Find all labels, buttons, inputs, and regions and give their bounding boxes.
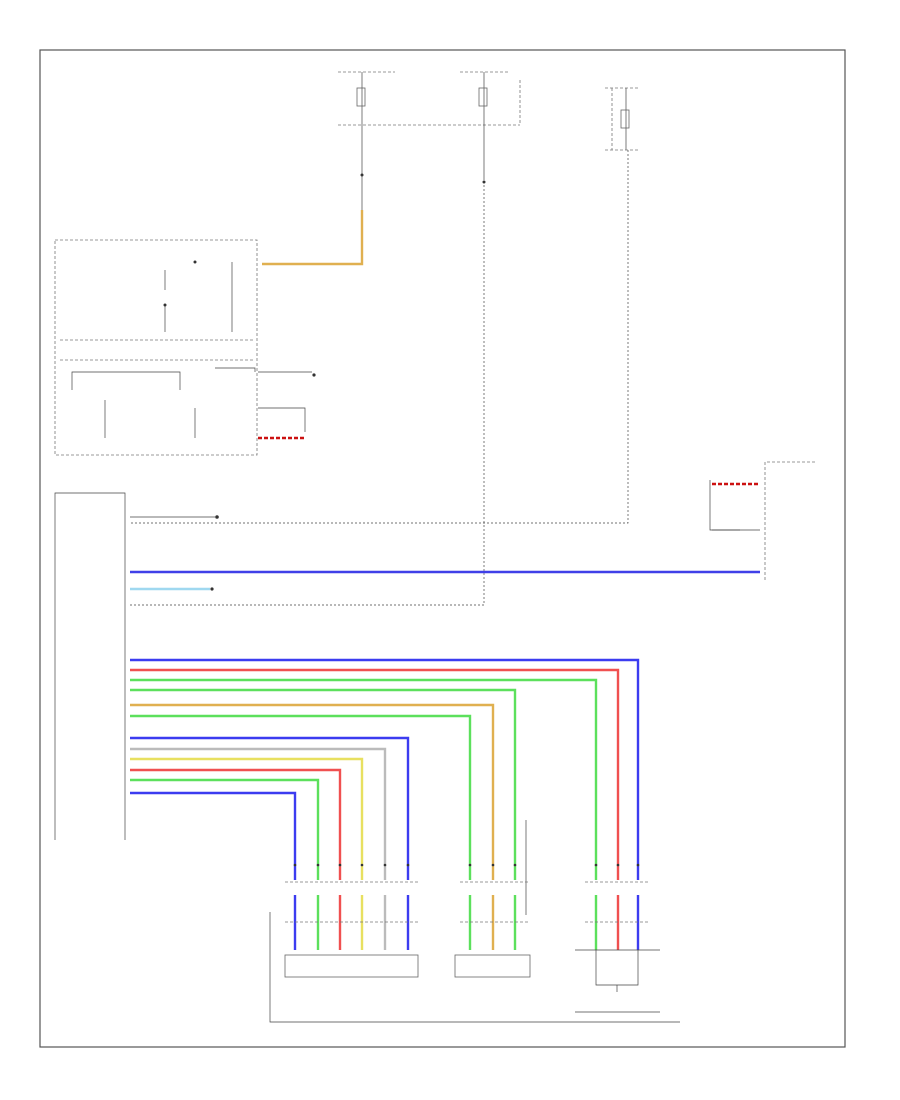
wire-bus-gray-l — [130, 747, 387, 880]
harness-bracket — [269, 912, 680, 1023]
fuse-block-center — [460, 71, 521, 184]
wire-gray-feed-center — [130, 185, 485, 606]
wire-bus-blue-l1 — [130, 736, 410, 880]
main-unit — [54, 492, 126, 840]
wire-bus-red-r — [130, 668, 620, 880]
component-box-left — [284, 954, 419, 978]
wire-bus-red-l — [130, 768, 342, 880]
diagram-frame — [39, 49, 846, 1048]
wire-gray-feed-right — [130, 150, 629, 524]
audio-control-module — [54, 239, 258, 456]
wire-bus-blue-r — [130, 658, 640, 880]
wire-bus-blue-l2 — [130, 791, 297, 880]
wire-bus-green-l — [130, 778, 320, 880]
wire-bus-yellow-l — [130, 757, 364, 880]
fuse-block-left — [338, 71, 520, 210]
wire-bus-orange-m — [130, 703, 495, 880]
component-box-middle — [454, 954, 531, 978]
right-component — [709, 461, 815, 580]
wire-orange-feed — [262, 210, 364, 266]
wire-aux-signal — [258, 407, 306, 432]
wire-bus-green-m1 — [130, 688, 517, 880]
wire-bus-green-r — [130, 678, 598, 880]
pin-markers — [293, 863, 640, 867]
wire-bus-green-m2 — [130, 714, 472, 880]
lower-wires — [293, 895, 640, 950]
fuse-block-right — [605, 87, 640, 151]
component-fork-right — [575, 949, 660, 992]
